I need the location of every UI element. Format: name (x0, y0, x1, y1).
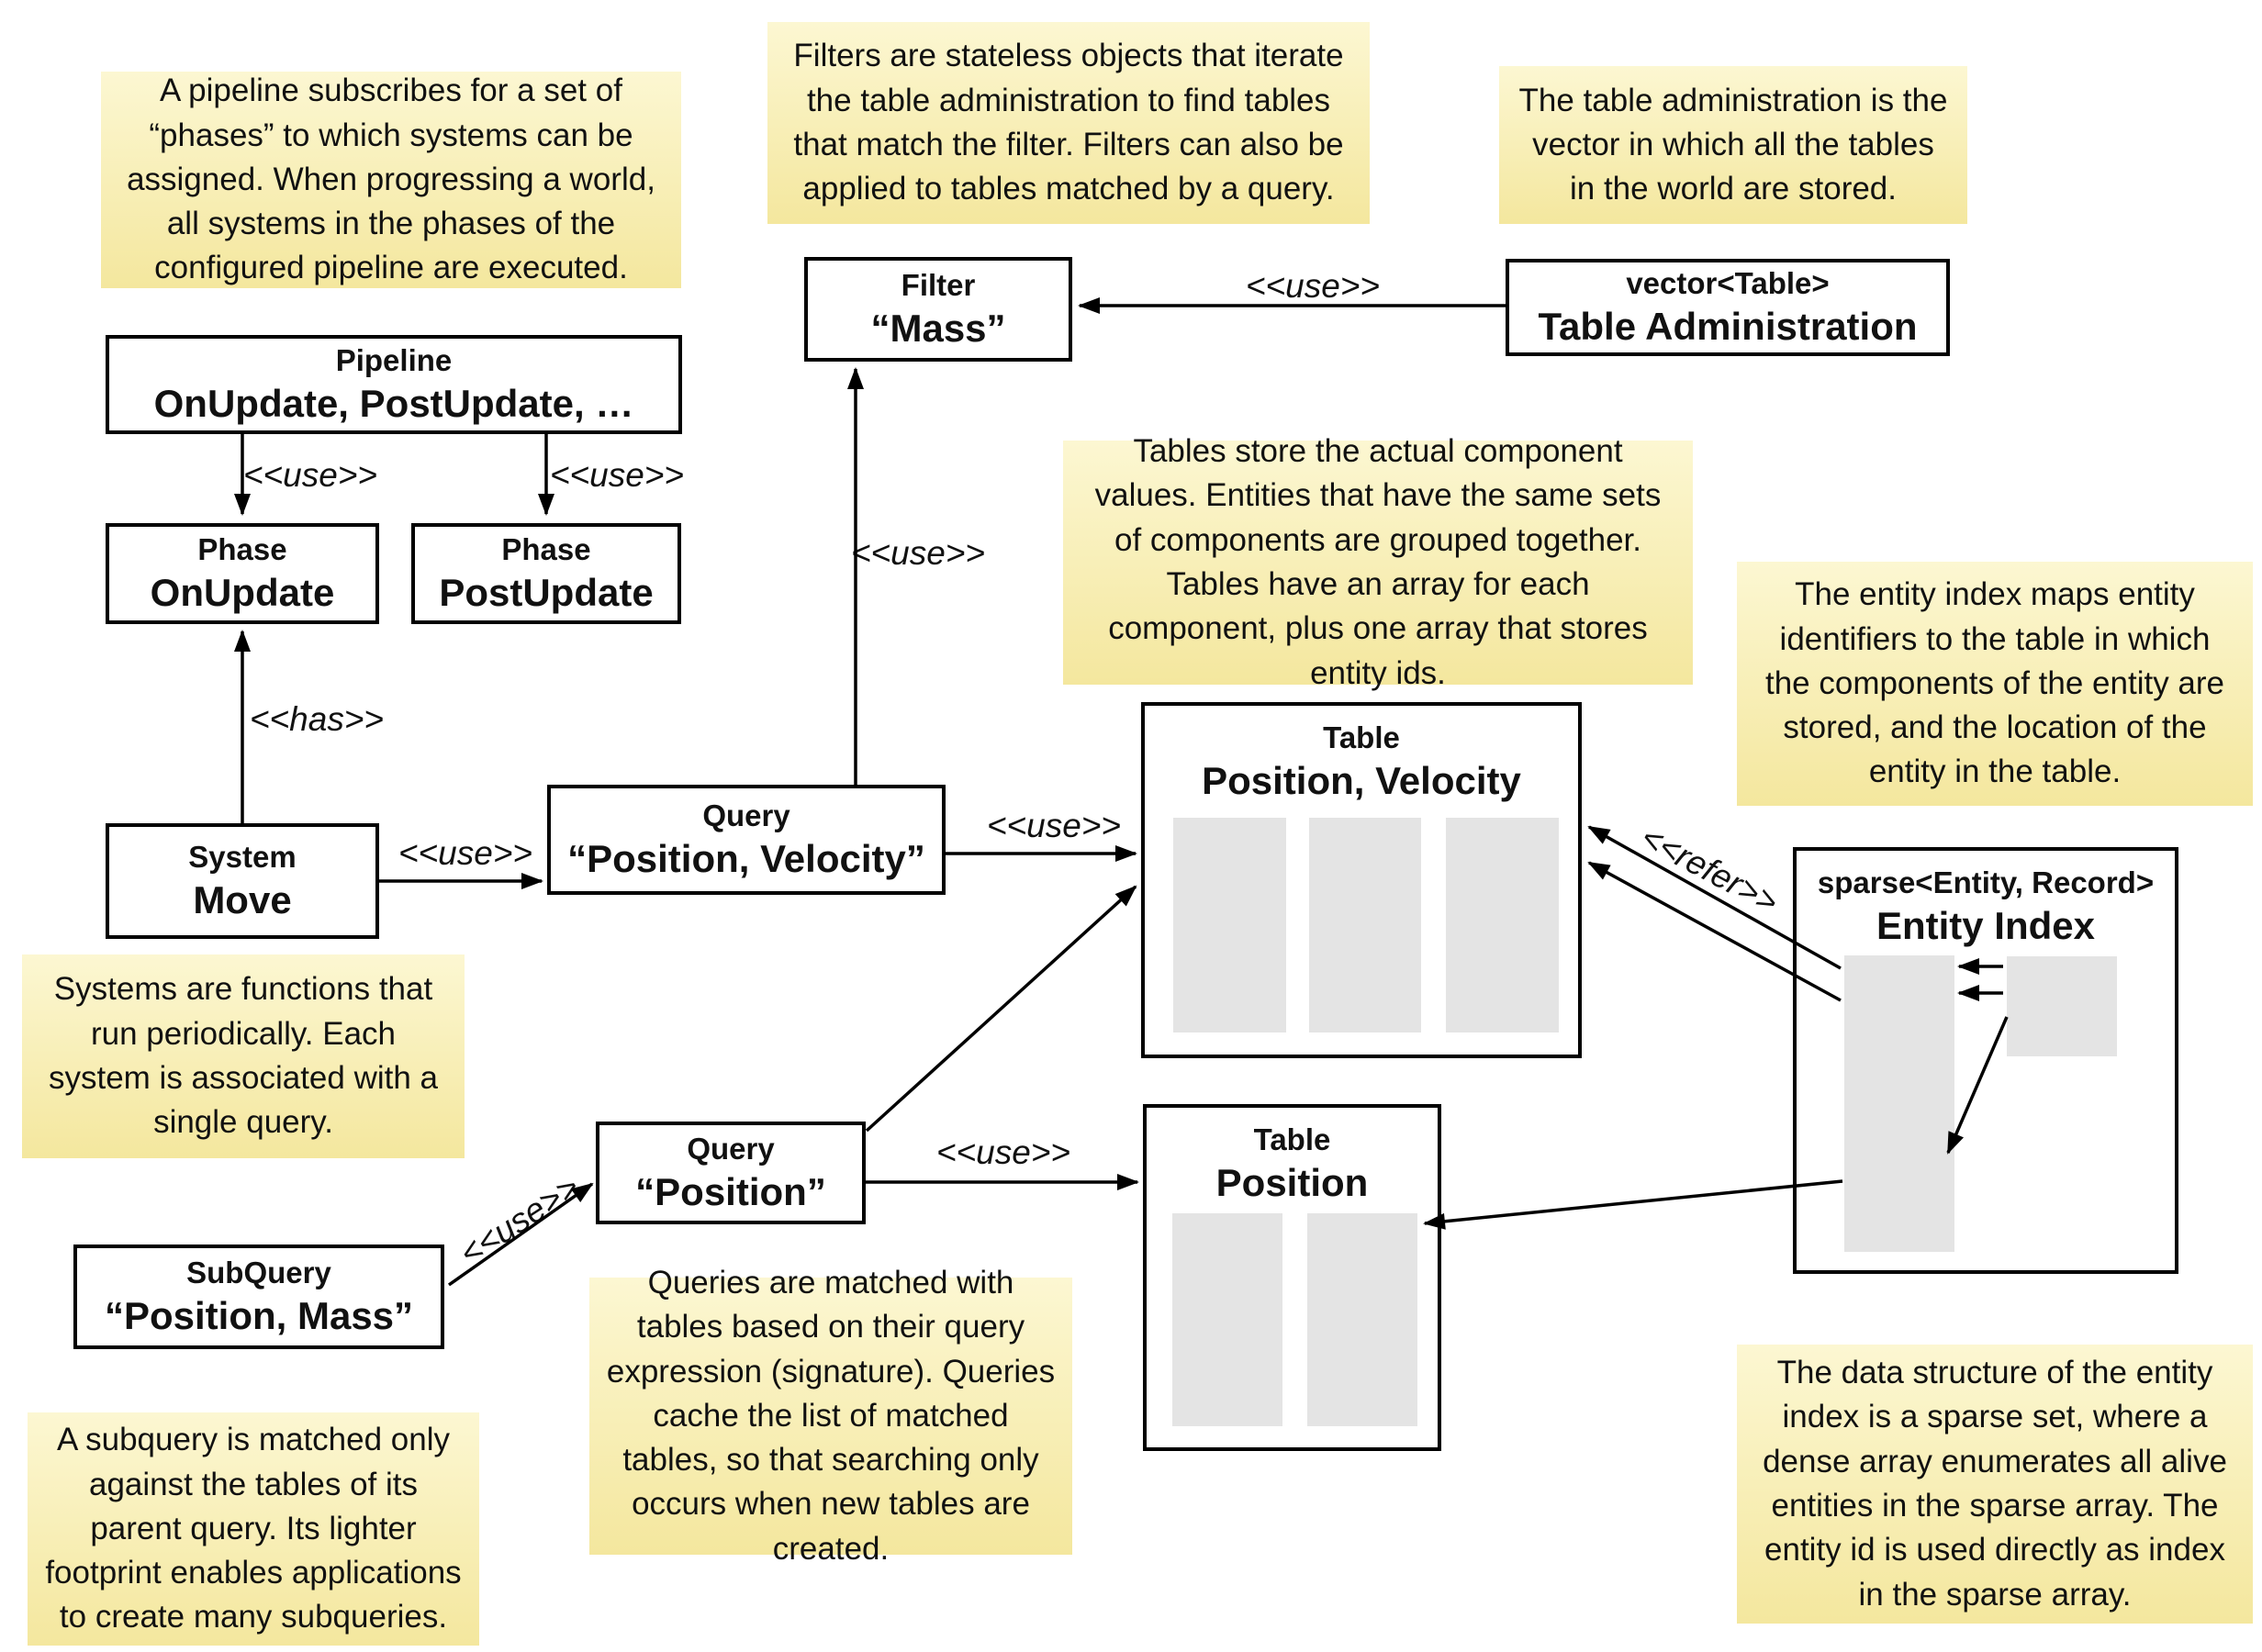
box-phase-postupdate-stereotype: Phase (501, 532, 591, 566)
edge-label-use: <<use>> (1245, 267, 1381, 305)
box-system-move: System Move (106, 823, 379, 939)
note-table-administration: The table administration is the vector i… (1499, 66, 1967, 224)
box-entity-index-name: Entity Index (1876, 904, 2096, 947)
arrow-entityindex-tablepos (1423, 1179, 1843, 1230)
edge-label-use: <<use>> (453, 1167, 587, 1273)
box-table-position-velocity-stereotype: Table (1323, 720, 1400, 754)
box-phase-onupdate-name: OnUpdate (150, 571, 335, 614)
component-array (1446, 818, 1559, 1032)
edge-label-use: <<use>> (935, 1133, 1071, 1171)
box-subquery-position-mass: SubQuery “Position, Mass” (73, 1245, 444, 1349)
edge-label-use: <<use>> (986, 807, 1122, 844)
box-pipeline: Pipeline OnUpdate, PostUpdate, … (106, 335, 682, 434)
box-filter-mass-name: “Mass” (870, 307, 1006, 350)
box-system-move-stereotype: System (188, 840, 297, 874)
box-filter-mass: Filter “Mass” (804, 257, 1072, 362)
box-subquery-position-mass-name: “Position, Mass” (104, 1294, 414, 1337)
sparse-array (1844, 955, 1954, 1252)
edge-label-use: <<use>> (398, 834, 533, 872)
box-table-position: Table Position (1143, 1104, 1441, 1451)
note-entity-index: The entity index maps entity identifiers… (1737, 562, 2253, 806)
note-sparse-set: The data structure of the entity index i… (1737, 1345, 2253, 1624)
component-array (1309, 818, 1421, 1032)
box-filter-mass-stereotype: Filter (901, 268, 976, 302)
component-array (1172, 1213, 1282, 1426)
box-table-position-velocity: Table Position, Velocity (1141, 702, 1582, 1058)
note-pipeline: A pipeline subscribes for a set of “phas… (101, 72, 681, 288)
box-subquery-position-mass-stereotype: SubQuery (186, 1256, 331, 1289)
box-table-administration-name: Table Administration (1538, 305, 1918, 348)
edge-label-has: <<has>> (249, 700, 385, 738)
box-system-move-name: Move (193, 878, 292, 921)
arrow-querypos-tablepv (865, 885, 1137, 1133)
box-phase-onupdate-stereotype: Phase (197, 532, 287, 566)
box-query-position: Query “Position” (596, 1122, 866, 1224)
box-entity-index-stereotype: sparse<Entity, Record> (1817, 865, 2155, 899)
note-subquery: A subquery is matched only against the t… (28, 1412, 479, 1646)
box-query-position-name: “Position” (635, 1170, 826, 1213)
note-filters: Filters are stateless objects that itera… (767, 22, 1370, 224)
box-pipeline-name: OnUpdate, PostUpdate, … (153, 382, 634, 425)
box-table-position-stereotype: Table (1253, 1122, 1331, 1156)
edge-label-use: <<use>> (549, 456, 685, 494)
note-systems: Systems are functions that run periodica… (22, 954, 465, 1158)
note-tables: Tables store the actual component values… (1063, 433, 1693, 691)
box-phase-onupdate: Phase OnUpdate (106, 523, 379, 624)
box-phase-postupdate-name: PostUpdate (439, 571, 654, 614)
edge-label-refer: <<refer>> (1634, 818, 1785, 921)
box-table-administration: vector<Table> Table Administration (1506, 259, 1950, 356)
box-query-position-velocity: Query “Position, Velocity” (547, 785, 946, 895)
dense-array (2007, 956, 2117, 1056)
box-table-administration-stereotype: vector<Table> (1626, 266, 1830, 300)
box-query-position-stereotype: Query (687, 1132, 775, 1166)
box-table-position-name: Position (1215, 1161, 1369, 1204)
component-array (1307, 1213, 1417, 1426)
box-query-position-velocity-stereotype: Query (702, 798, 790, 832)
edge-label-use: <<use>> (242, 456, 378, 494)
box-phase-postupdate: Phase PostUpdate (411, 523, 681, 624)
note-queries: Queries are matched with tables based on… (589, 1265, 1072, 1567)
component-array (1173, 818, 1286, 1032)
box-table-position-velocity-name: Position, Velocity (1202, 759, 1521, 802)
box-query-position-velocity-name: “Position, Velocity” (567, 837, 925, 880)
box-entity-index: sparse<Entity, Record> Entity Index (1793, 847, 2178, 1274)
box-pipeline-stereotype: Pipeline (335, 343, 453, 377)
edge-label-use: <<use>> (850, 534, 986, 572)
